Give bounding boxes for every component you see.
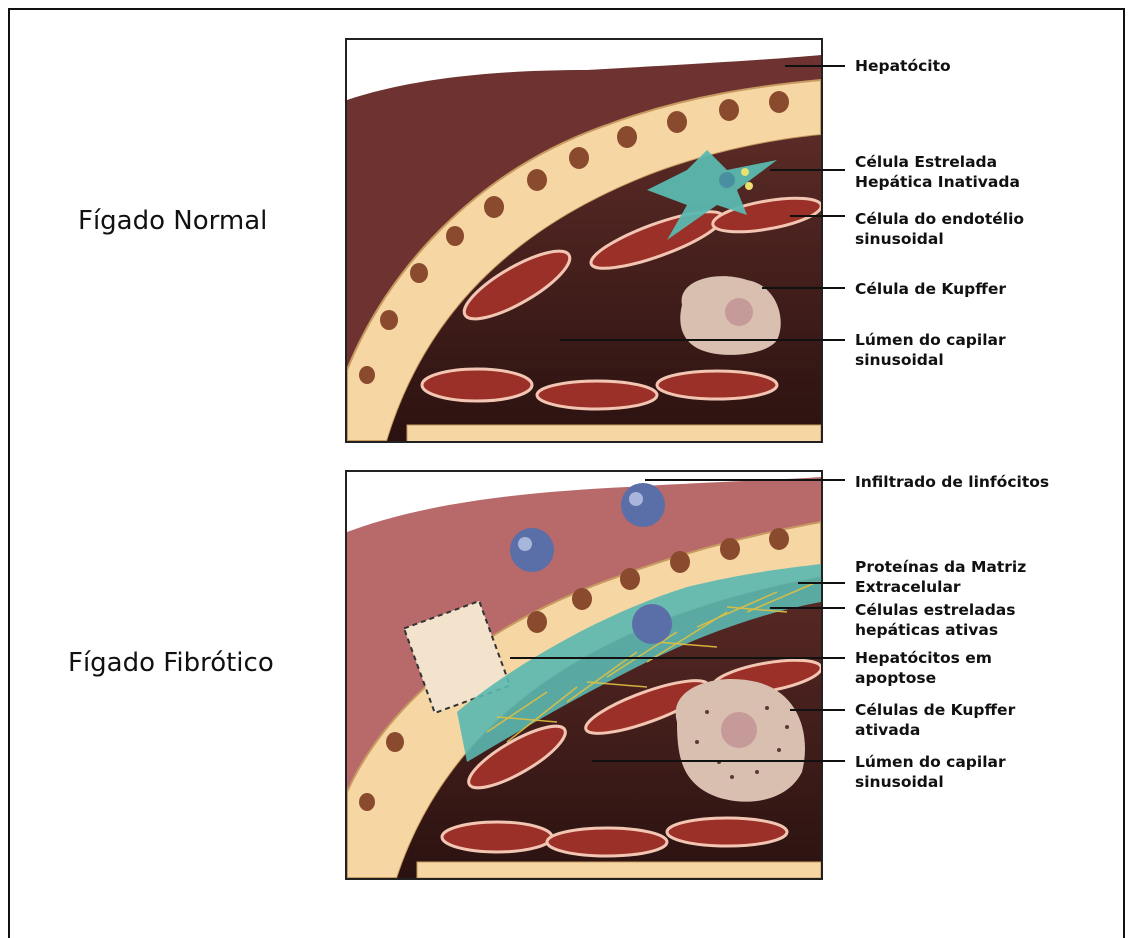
label-hepatocito: Hepatócito	[855, 56, 951, 76]
label-apoptose: Hepatócitos em apoptose	[855, 648, 992, 688]
normal-liver-title: Fígado Normal	[78, 206, 267, 236]
normal-liver-illustration	[345, 38, 823, 443]
fibrotic-liver-title: Fígado Fibrótico	[68, 648, 274, 678]
label-lumen: Lúmen do capilar sinusoidal	[855, 330, 1006, 370]
fibrotic-liver-drawing	[347, 472, 821, 878]
label-celula-estrelada: Célula Estrelada Hepática Inativada	[855, 152, 1020, 192]
label-endotelio: Célula do endotélio sinusoidal	[855, 209, 1024, 249]
label-kupffer: Célula de Kupffer	[855, 279, 1006, 299]
label-estreladas-ativas: Células estreladas hepáticas ativas	[855, 600, 1016, 640]
label-kupffer-ativada: Células de Kupffer ativada	[855, 700, 1015, 740]
normal-liver-drawing	[347, 40, 821, 441]
label-linfocitos: Infiltrado de linfócitos	[855, 472, 1049, 492]
label-lumen-fibrotico: Lúmen do capilar sinusoidal	[855, 752, 1006, 792]
label-matriz: Proteínas da Matriz Extracelular	[855, 557, 1026, 597]
fibrotic-liver-illustration	[345, 470, 823, 880]
